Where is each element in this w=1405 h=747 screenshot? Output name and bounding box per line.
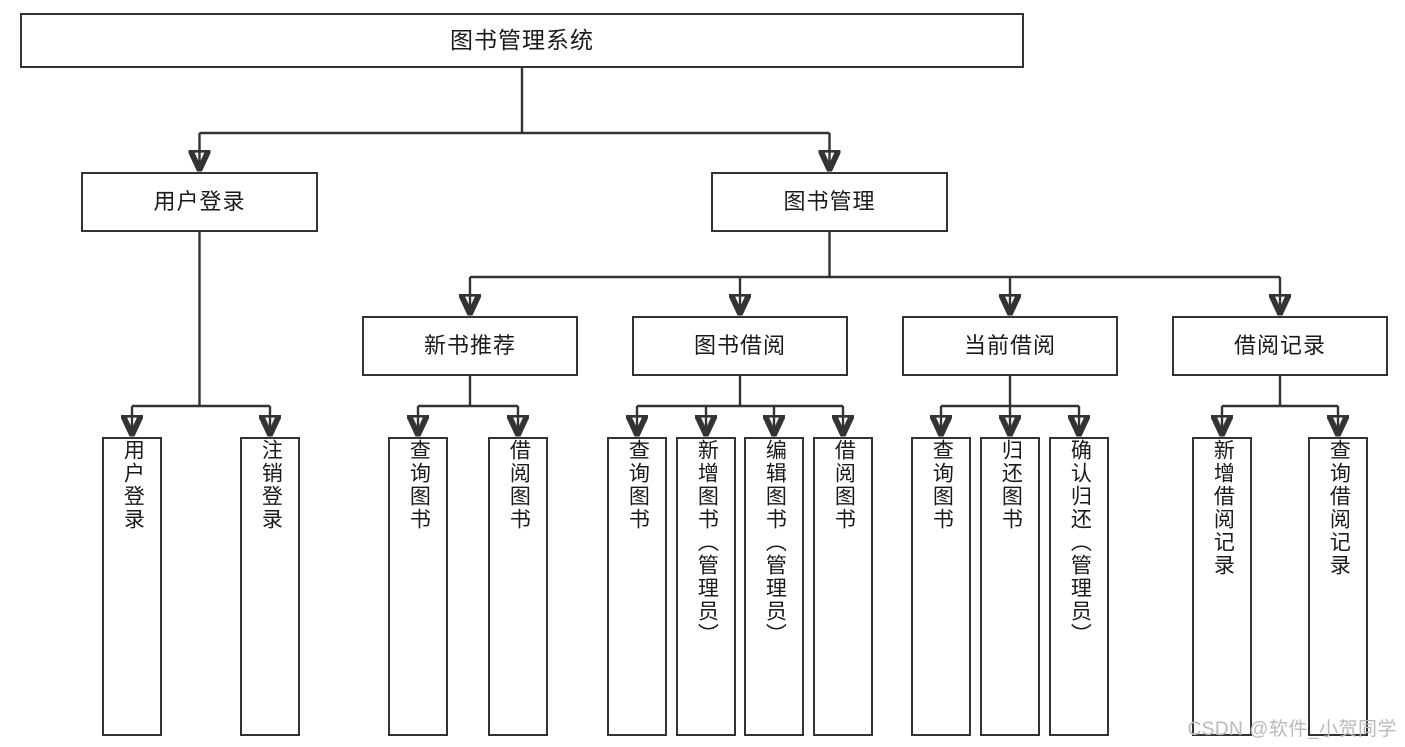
node-label: 图书借阅 [693,333,786,359]
leaf-record-query-record[interactable]: 查询借阅记录 [1308,437,1368,736]
leaf-current-confirm-return-admin[interactable]: 确认归还（管理员） [1049,437,1109,736]
node-book-management[interactable]: 图书管理 [711,172,948,232]
node-label: 编辑图书（管理员） [763,439,787,646]
leaf-borrow-borrow-book[interactable]: 借阅图书 [813,437,873,736]
leaf-new-book-query[interactable]: 查询图书 [388,437,448,736]
node-label: 图书管理 [783,189,876,215]
leaf-new-book-borrow[interactable]: 借阅图书 [488,437,548,736]
leaf-borrow-query-book[interactable]: 查询图书 [607,437,667,736]
node-label: 注销登录 [259,439,283,531]
leaf-user-login-login[interactable]: 用户登录 [102,437,162,736]
node-label: 归还图书 [999,439,1023,531]
node-root-system[interactable]: 图书管理系统 [20,13,1024,68]
node-label: 新增借阅记录 [1211,439,1235,577]
node-current-borrow[interactable]: 当前借阅 [902,316,1118,376]
node-label: 借阅图书 [507,439,531,531]
node-label: 用户登录 [121,439,145,531]
node-label: 查询图书 [626,439,650,531]
node-label: 用户登录 [153,189,246,215]
node-user-login[interactable]: 用户登录 [81,172,318,232]
leaf-borrow-edit-book-admin[interactable]: 编辑图书（管理员） [744,437,804,736]
node-book-borrow[interactable]: 图书借阅 [632,316,848,376]
node-label: 确认归还（管理员） [1068,439,1092,646]
leaf-record-add-record[interactable]: 新增借阅记录 [1192,437,1252,736]
node-label: 查询图书 [930,439,954,531]
node-label: 查询图书 [407,439,431,531]
node-new-book-recommend[interactable]: 新书推荐 [362,316,578,376]
node-label: 当前借阅 [963,333,1056,359]
watermark-text: CSDN @软件_小贺同学 [1187,719,1397,740]
node-borrow-record[interactable]: 借阅记录 [1172,316,1388,376]
leaf-current-return-book[interactable]: 归还图书 [980,437,1040,736]
leaf-borrow-add-book-admin[interactable]: 新增图书（管理员） [676,437,736,736]
node-label: 查询借阅记录 [1327,439,1351,577]
node-label: 新书推荐 [423,333,516,359]
leaf-current-query-book[interactable]: 查询图书 [911,437,971,736]
node-label: 图书管理系统 [450,27,594,54]
node-label: 借阅记录 [1233,333,1326,359]
node-label: 新增图书（管理员） [695,439,719,646]
node-label: 借阅图书 [832,439,856,531]
leaf-user-login-logout[interactable]: 注销登录 [240,437,300,736]
